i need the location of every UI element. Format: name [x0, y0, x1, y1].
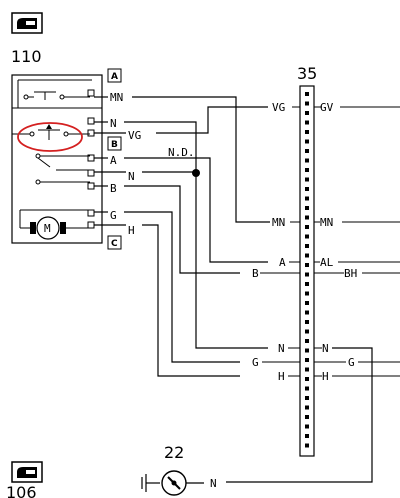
- conn-wire-a: A: [279, 256, 286, 269]
- switch-2: [12, 124, 90, 140]
- connector-pin: [305, 196, 309, 201]
- connector-letter-a: A: [107, 68, 122, 83]
- conn-wire-mn: MN: [272, 216, 285, 229]
- connector-pin: [305, 111, 309, 115]
- connector-35: [299, 85, 315, 457]
- connector-pin: [305, 367, 309, 372]
- connector-letter-b: B: [107, 136, 122, 151]
- connector-pin: [305, 139, 309, 144]
- connector-pin: [305, 206, 309, 210]
- connector-pin: [305, 415, 309, 419]
- wire-label-vg: VG: [128, 129, 141, 142]
- footer-ref: 106: [6, 483, 37, 498]
- connector-pin: [305, 168, 309, 172]
- conn-wire-mn-right: MN: [320, 216, 333, 229]
- conn-wire-n-right: N: [322, 342, 329, 355]
- conn-wire-h: H: [278, 370, 285, 383]
- conn-wire-h-right: H: [322, 370, 329, 383]
- junction-dot: [192, 169, 200, 177]
- conn-wire-vg: VG: [272, 101, 285, 114]
- ground-switch-icon: [141, 470, 204, 496]
- connector-pin: [305, 120, 309, 125]
- connector-pin: [305, 377, 309, 381]
- highlight-ring: [17, 122, 83, 152]
- wire-label-a: A: [110, 154, 117, 167]
- connector-pin: [305, 443, 309, 448]
- door-switch-icon: [11, 461, 43, 483]
- connector-pin: [305, 149, 309, 153]
- connector-pin: [305, 386, 309, 391]
- conn-wire-gv: GV: [320, 101, 334, 114]
- connector-pin: [305, 130, 309, 134]
- node-label: N.D.: [168, 146, 195, 159]
- conn-wire-bh: BH: [344, 267, 357, 280]
- connector-pin: [305, 263, 309, 267]
- conn-wire-b: B: [252, 267, 259, 280]
- wire-label-mn: MN: [110, 91, 123, 104]
- motor-label: M: [44, 222, 51, 235]
- connector-pin: [305, 424, 309, 429]
- connector-35-pins: [305, 92, 309, 448]
- wire-label-n: N: [110, 117, 117, 130]
- connector-pin: [305, 396, 309, 400]
- connector-pin: [305, 291, 309, 296]
- conn-wire-n: N: [278, 342, 285, 355]
- connector-pin: [305, 348, 309, 353]
- connector-35-label: 35: [297, 64, 317, 83]
- conn-wire-g: G: [252, 356, 259, 369]
- component-110-box: [11, 74, 103, 244]
- conn-wire-al: AL: [320, 256, 334, 269]
- wire-label-h: H: [128, 224, 135, 237]
- wire-label-b: B: [110, 182, 117, 195]
- connector-pin: [305, 215, 309, 220]
- connector-pin: [305, 92, 309, 96]
- connector-pin: [305, 101, 309, 106]
- connector-pin: [305, 301, 309, 305]
- terminal-strip: [87, 89, 95, 229]
- connector-pin: [305, 329, 309, 334]
- switch-1: [23, 91, 90, 100]
- svg-text:C: C: [111, 239, 118, 249]
- connector-pin: [305, 234, 309, 239]
- svg-text:A: A: [111, 72, 118, 82]
- connector-pin: [305, 405, 309, 410]
- svg-text:B: B: [111, 140, 118, 150]
- motor: M: [19, 209, 90, 240]
- conn-wire-g-right: G: [348, 356, 355, 369]
- bottom-wire-n: N: [210, 477, 217, 490]
- connector-letter-c: C: [107, 235, 122, 250]
- door-switch-icon: [11, 12, 43, 34]
- connector-pin: [305, 358, 309, 362]
- connector-pin: [305, 187, 309, 191]
- wire-label-g: G: [110, 209, 117, 222]
- connector-pin: [305, 177, 309, 182]
- wire-label-n2: N: [128, 170, 135, 183]
- connector-pin: [305, 225, 309, 229]
- component-22-label: 22: [164, 443, 184, 462]
- connector-pin: [305, 339, 309, 343]
- connector-pin: [305, 253, 309, 258]
- connector-pin: [305, 434, 309, 438]
- component-110-label: 110: [11, 47, 42, 66]
- connector-pin: [305, 320, 309, 324]
- connector-pin: [305, 310, 309, 315]
- connector-pin: [305, 272, 309, 277]
- connector-pin: [305, 244, 309, 248]
- connector-pin: [305, 158, 309, 163]
- connector-pin: [305, 282, 309, 286]
- wires: [94, 96, 270, 377]
- switch-3: [35, 153, 90, 185]
